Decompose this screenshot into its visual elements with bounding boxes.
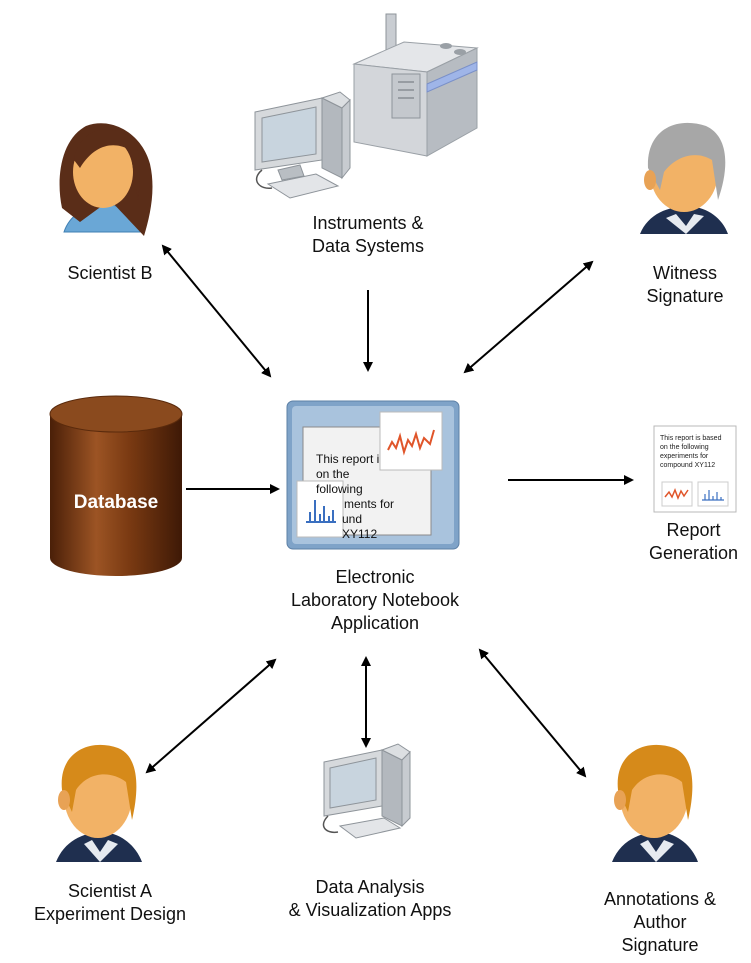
- report-document-text: This report is based on the following ex…: [660, 434, 736, 470]
- scientist-a-label: Scientist A Experiment Design: [20, 880, 200, 926]
- scientist-b-label-line-1: Scientist B: [67, 263, 153, 283]
- analysis-label: Data Analysis & Visualization Apps: [270, 876, 470, 922]
- report-label-line-1: Report: [666, 520, 721, 540]
- annotations-label-line-1: Annotations &: [603, 889, 717, 909]
- report-doc-line-4: compound XY112: [660, 462, 716, 469]
- witness-label-line-2: Signature: [646, 286, 724, 306]
- eln-document-text: This report i on the following ments for…: [316, 452, 394, 542]
- arrow-annotations-eln: [478, 648, 587, 778]
- instruments-label: Instruments & Data Systems: [283, 212, 453, 258]
- annotations-label-line-2: Author: [633, 912, 687, 932]
- eln-label: Electronic Laboratory Notebook Applicati…: [250, 566, 500, 635]
- eln-doc-line-3: ments for: [344, 497, 394, 511]
- annotations-label-line-3: Signature: [621, 935, 699, 955]
- report-label-line-2: Generation: [648, 543, 739, 563]
- report-label: Report Generation: [636, 519, 751, 565]
- eln-doc-line-4: und XY112: [342, 512, 378, 541]
- arrow-scientist-b-eln: [161, 244, 272, 378]
- eln-label-line-3: Application: [330, 613, 420, 633]
- eln-label-line-1: Electronic: [335, 567, 415, 587]
- report-doc-line-3: experiments for: [660, 453, 709, 460]
- instruments-label-line-1: Instruments &: [312, 213, 424, 233]
- scientist-a-label-line-1: Scientist A: [67, 881, 153, 901]
- report-doc-line-2: on the following: [660, 444, 709, 451]
- eln-label-line-2: Laboratory Notebook: [290, 590, 460, 610]
- eln-doc-line-1: This report i: [316, 452, 380, 466]
- arrow-witness-eln: [463, 260, 594, 374]
- analysis-label-line-1: Data Analysis: [315, 877, 425, 897]
- witness-label-line-1: Witness: [652, 263, 717, 283]
- instruments-label-line-2: Data Systems: [311, 236, 425, 256]
- eln-doc-line-2: on the following: [316, 467, 363, 496]
- database-label: Database: [73, 492, 159, 513]
- witness-label: Witness Signature: [620, 262, 750, 308]
- arrow-scientist-a-eln: [145, 658, 277, 774]
- analysis-label-line-2: & Visualization Apps: [288, 900, 452, 920]
- annotations-label: Annotations & Author Signature: [580, 888, 740, 957]
- scientist-b-label: Scientist B: [40, 262, 180, 285]
- report-doc-line-1: This report is based: [660, 435, 722, 442]
- scientist-a-label-line-2: Experiment Design: [33, 904, 187, 924]
